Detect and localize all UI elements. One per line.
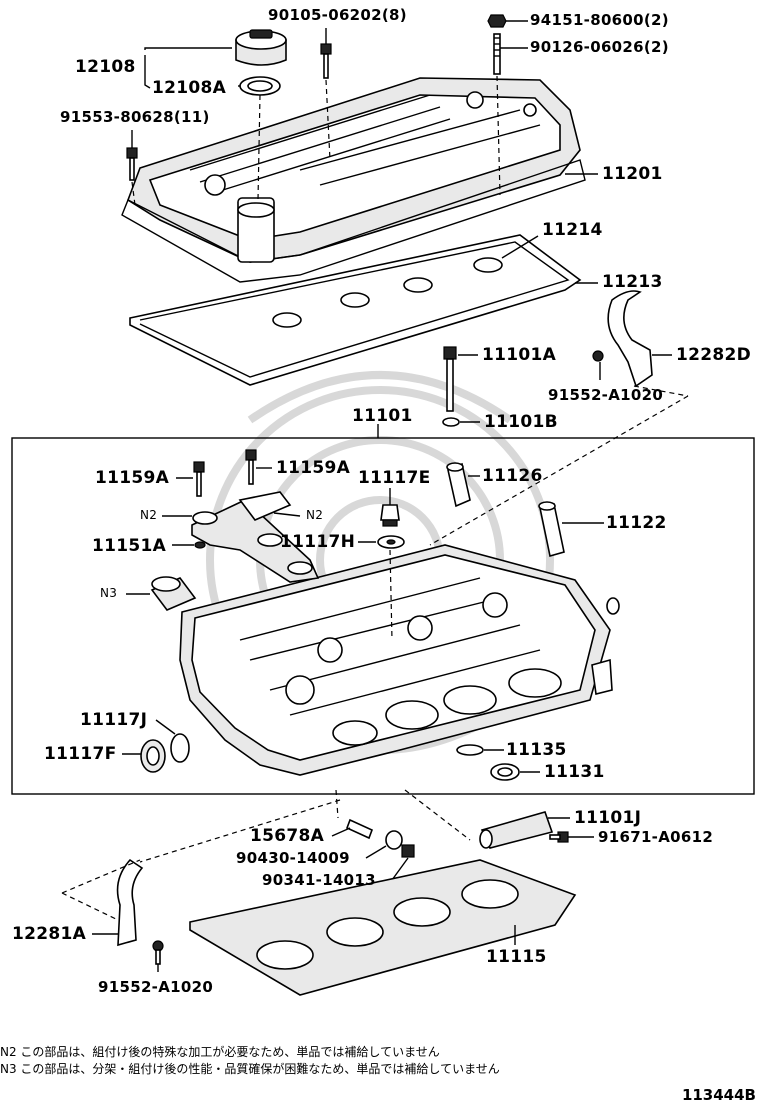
washer-11101B — [442, 417, 460, 427]
label-91552-lower: 91552-A1020 — [98, 978, 214, 996]
label-15678a: 15678A — [250, 826, 325, 846]
label-11122: 11122 — [606, 513, 667, 533]
label-11201: 11201 — [602, 164, 663, 184]
footnote-n3: N3 この部品は、分架・組付け後の性能・品質確保が困難なため、単品では補給してい… — [0, 1062, 500, 1076]
label-12108a: 12108A — [152, 78, 227, 98]
bolt-91553 — [126, 147, 138, 181]
label-12281a: 12281A — [12, 924, 87, 944]
reference-number: 113444B — [681, 1086, 756, 1104]
gasket-11117H — [377, 535, 405, 549]
plug-11117E — [380, 504, 400, 527]
cap-gasket — [239, 76, 281, 96]
spark-plug-tube-gaskets — [272, 257, 503, 328]
cylinder-head — [179, 544, 620, 776]
label-11117e: 11117E — [358, 468, 431, 488]
label-12108: 12108 — [75, 57, 136, 77]
label-11213: 11213 — [602, 272, 663, 292]
label-11117j: 11117J — [80, 710, 148, 730]
label-90105: 90105-06202(8) — [268, 6, 407, 24]
engine-hanger-12282D — [592, 290, 653, 388]
label-90430: 90430-14009 — [236, 849, 350, 867]
label-11101j: 11101J — [574, 808, 642, 828]
ring-11135 — [456, 744, 484, 756]
label-11214: 11214 — [542, 220, 603, 240]
label-11131: 11131 — [544, 762, 605, 782]
oil-control-valve-11101J — [479, 811, 554, 849]
label-90341: 90341-14013 — [262, 871, 376, 889]
label-11101b: 11101B — [484, 412, 558, 432]
bolt-11159A-right — [245, 449, 257, 485]
pin-11151A — [194, 541, 206, 549]
label-11159a-right: 11159A — [276, 458, 351, 478]
label-11115: 11115 — [486, 947, 547, 967]
label-94151: 94151-80600(2) — [530, 11, 669, 29]
label-11151a: 11151A — [92, 536, 167, 556]
label-11126: 11126 — [482, 466, 543, 486]
guide-11126 — [446, 462, 471, 508]
nut-94151 — [487, 14, 507, 28]
assembly-frame-11101 — [11, 437, 755, 795]
label-11101a: 11101A — [482, 345, 557, 365]
footnote-n2: N2 この部品は、組付け後の特殊な加工が必要なため、単品では補給していません — [0, 1045, 440, 1059]
label-n2-right: N2 — [306, 508, 324, 522]
bolt-90105 — [320, 43, 332, 79]
label-91552-upper: 91552-A1020 — [548, 386, 664, 404]
label-11101: 11101 — [352, 406, 413, 426]
oil-filler-cap — [235, 29, 287, 66]
stud-11101A — [443, 346, 457, 412]
label-11117h: 11117H — [280, 532, 356, 552]
plug-11117J — [170, 733, 190, 763]
washer-90430 — [385, 830, 403, 850]
bolt-91671 — [549, 831, 569, 843]
label-91671: 91671-A0612 — [598, 828, 714, 846]
label-11159a-left: 11159A — [95, 468, 170, 488]
engine-hanger-12281A — [116, 858, 164, 965]
label-n2-left: N2 — [140, 508, 158, 522]
head-gasket — [189, 859, 577, 996]
camshaft-bearing-caps — [191, 491, 320, 583]
stud-90126 — [493, 33, 501, 75]
label-11117f: 11117F — [44, 744, 117, 764]
label-90126: 90126-06026(2) — [530, 38, 669, 56]
label-12282d: 12282D — [676, 345, 752, 365]
bolt-11159A-left — [193, 461, 205, 497]
bolt-15678A — [345, 818, 374, 840]
seal-11131 — [490, 763, 520, 781]
label-91553: 91553-80628(11) — [60, 108, 210, 126]
label-11135: 11135 — [506, 740, 567, 760]
cover-gasket — [129, 234, 582, 386]
label-n3: N3 — [100, 586, 118, 600]
cap-11117F — [140, 739, 166, 773]
sleeve-N3 — [150, 576, 197, 611]
guide-11122 — [538, 501, 565, 558]
plug-90341 — [401, 844, 415, 858]
